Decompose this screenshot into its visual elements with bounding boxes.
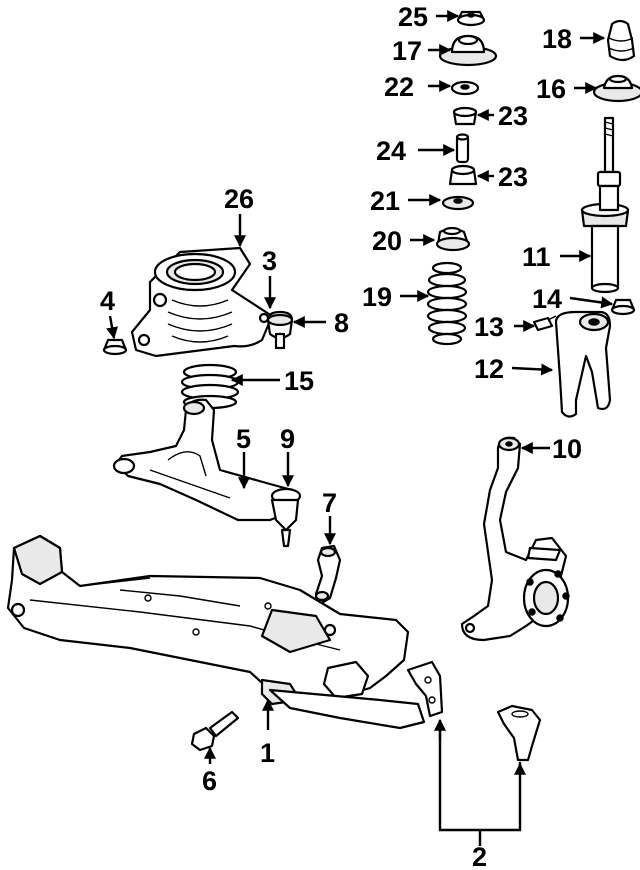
part-23-bushing-lower <box>448 164 478 186</box>
callout-17: 17 <box>392 36 422 66</box>
callout-5: 5 <box>236 424 251 454</box>
part-15-coil-spring <box>180 363 240 410</box>
callout-21: 21 <box>370 186 400 216</box>
part-23-bushing-upper <box>452 106 478 126</box>
part-18-jounce-bumper <box>606 19 636 62</box>
part-8-ball-joint <box>266 310 294 350</box>
callout-3: 3 <box>262 246 277 276</box>
part-26-upper-control-arm <box>130 246 274 358</box>
part-9-lower-ball-joint <box>270 487 302 548</box>
part-6-bolt <box>190 710 240 752</box>
leader-arrows <box>106 10 614 846</box>
part-4-nut <box>102 338 128 356</box>
part-2-bracket-front <box>406 660 444 718</box>
callout-23-lower: 23 <box>498 162 528 192</box>
part-25-nut <box>456 10 486 27</box>
callout-14: 14 <box>532 284 562 314</box>
callout-26: 26 <box>224 184 254 214</box>
callout-11: 11 <box>522 242 551 272</box>
part-11-strut <box>580 116 630 294</box>
part-5-lower-control-arm <box>112 398 298 522</box>
callout-2: 2 <box>472 842 487 870</box>
part-20-bumper <box>435 226 471 252</box>
callout-1: 1 <box>260 738 275 768</box>
part-17-strut-mount <box>438 34 498 67</box>
part-1-crossmember <box>6 534 426 730</box>
callout-24: 24 <box>376 136 406 166</box>
callout-15: 15 <box>284 366 314 396</box>
part-24-sleeve <box>455 133 470 164</box>
part-12-steering-arm <box>554 310 612 418</box>
part-21-washer <box>441 195 475 211</box>
callout-23-upper: 23 <box>498 101 528 131</box>
callout-18: 18 <box>542 24 572 54</box>
callout-8: 8 <box>334 308 349 338</box>
part-13-cotter-pin <box>532 315 557 332</box>
callout-13: 13 <box>474 312 504 342</box>
callout-25: 25 <box>398 2 428 32</box>
part-3-ball-joint <box>258 312 270 324</box>
callout-6: 6 <box>202 766 217 796</box>
part-2-bracket-rear <box>496 704 542 762</box>
callout-7: 7 <box>322 488 337 518</box>
part-7-stabilizer-link <box>314 544 342 606</box>
part-10-steering-knuckle <box>460 436 570 642</box>
callout-20: 20 <box>372 226 402 256</box>
callout-12: 12 <box>474 354 504 384</box>
part-16-spring-seat <box>592 74 640 103</box>
callout-22: 22 <box>384 72 414 102</box>
part-19-dust-boot <box>426 261 468 346</box>
part-14-nut <box>610 298 636 316</box>
part-22-washer <box>450 80 480 96</box>
callout-16: 16 <box>536 74 566 104</box>
callout-10: 10 <box>552 434 582 464</box>
callout-4: 4 <box>100 286 115 316</box>
callout-19: 19 <box>362 282 392 312</box>
callout-9: 9 <box>280 424 295 454</box>
